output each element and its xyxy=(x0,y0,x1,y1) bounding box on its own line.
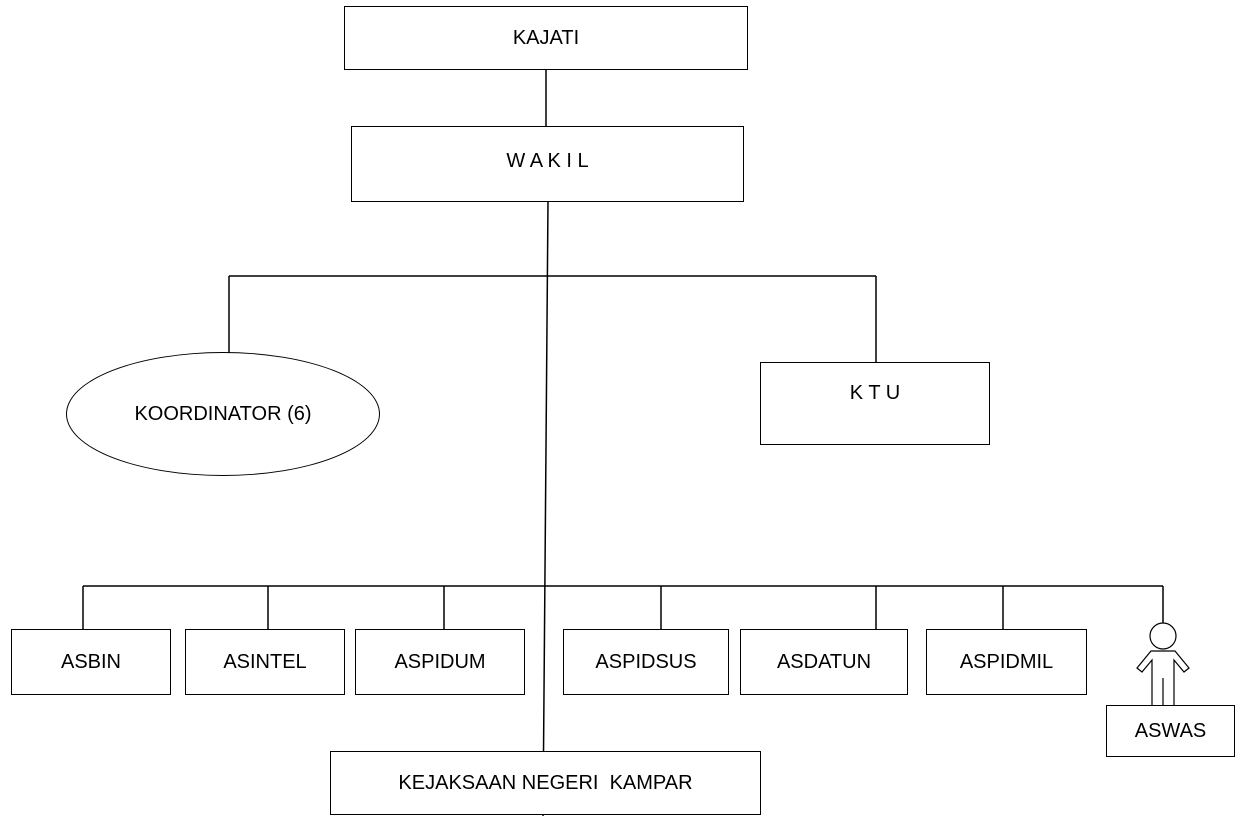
connector-main-trunk xyxy=(542,200,549,816)
wakil-box: W A K I L xyxy=(351,126,744,202)
kejari-label: KEJAKSAAN NEGERI KAMPAR xyxy=(398,772,693,794)
person-icon xyxy=(1136,622,1190,707)
aspidmil-box: ASPIDMIL xyxy=(926,629,1087,695)
aspidsus-box: ASPIDSUS xyxy=(563,629,729,695)
asdatun-label: ASDATUN xyxy=(776,651,872,673)
wakil-label: W A K I L xyxy=(506,150,589,172)
ktu-label: K T U xyxy=(849,382,901,404)
aspidum-label: ASPIDUM xyxy=(394,651,486,673)
aspidsus-label: ASPIDSUS xyxy=(595,651,697,673)
kajati-label: KAJATI xyxy=(512,27,580,49)
koordinator-label: KOORDINATOR (6) xyxy=(134,402,312,425)
aswas-box: ASWAS xyxy=(1106,705,1235,757)
asintel-box: ASINTEL xyxy=(185,629,345,695)
kajati-box: KAJATI xyxy=(344,6,748,70)
aswas-label: ASWAS xyxy=(1134,720,1207,742)
ktu-box: K T U xyxy=(760,362,990,445)
aspidum-box: ASPIDUM xyxy=(355,629,525,695)
kejari-box: KEJAKSAAN NEGERI KAMPAR xyxy=(330,751,761,815)
koordinator-ellipse: KOORDINATOR (6) xyxy=(66,352,380,476)
asintel-label: ASINTEL xyxy=(223,651,307,673)
asbin-label: ASBIN xyxy=(60,651,122,673)
asbin-box: ASBIN xyxy=(11,629,171,695)
asdatun-box: ASDATUN xyxy=(740,629,908,695)
aspidmil-label: ASPIDMIL xyxy=(959,651,1054,673)
